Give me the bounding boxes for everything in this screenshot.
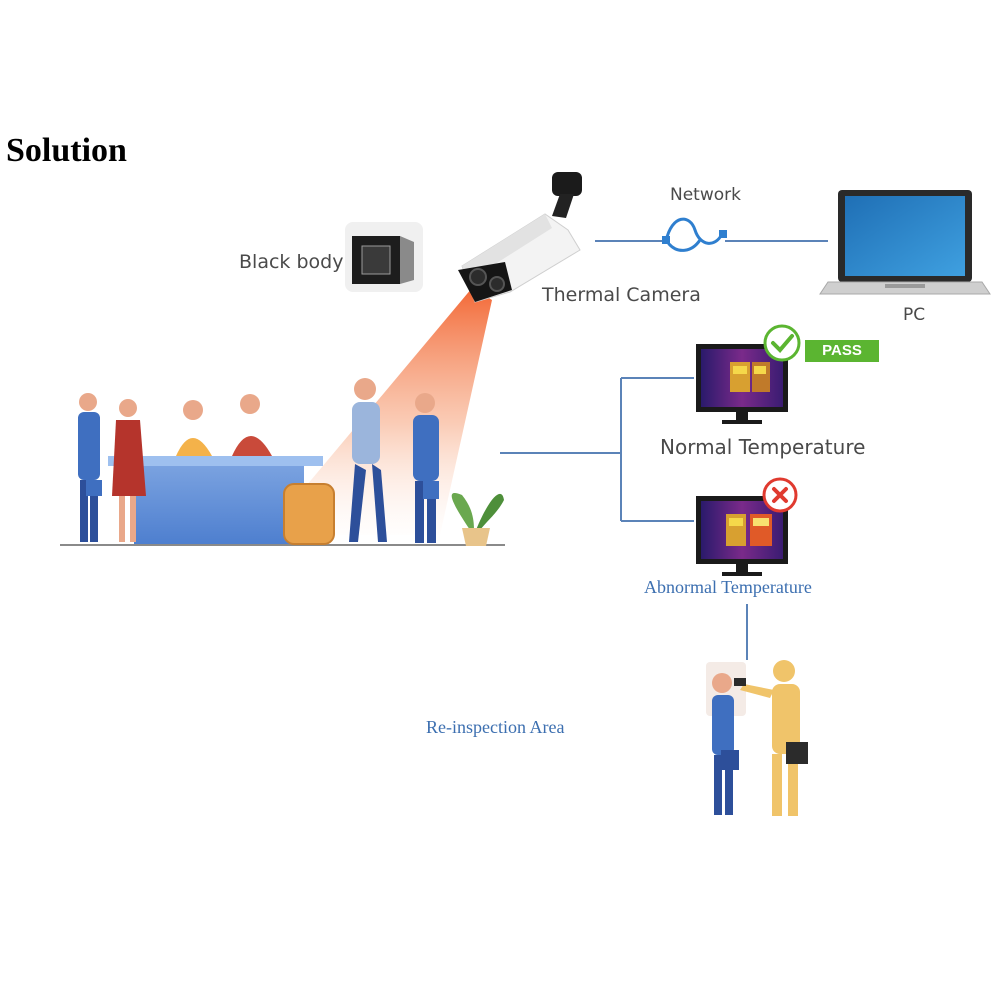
- reception-scene-illustration: [60, 378, 505, 546]
- pass-badge: PASS: [805, 340, 879, 362]
- thermal-camera-icon: [458, 172, 582, 303]
- reinspection-illustration: [706, 660, 808, 816]
- black-body-label: Black body: [239, 251, 344, 273]
- network-label: Network: [670, 185, 741, 205]
- abnormal-temperature-label: Abnormal Temperature: [644, 577, 812, 597]
- normal-temperature-label: Normal Temperature: [660, 435, 866, 459]
- connector-lines: [500, 240, 828, 660]
- thermal-camera-label: Thermal Camera: [542, 284, 701, 306]
- fail-cross-icon: [762, 477, 798, 513]
- page-title: Solution: [6, 132, 127, 169]
- reinspection-area-label: Re-inspection Area: [426, 717, 565, 737]
- black-body-device-icon: [345, 222, 423, 292]
- network-cable-icon: [662, 217, 727, 252]
- pc-label: PC: [903, 305, 926, 325]
- pass-check-icon: [763, 324, 801, 362]
- laptop-pc-icon: [819, 190, 991, 295]
